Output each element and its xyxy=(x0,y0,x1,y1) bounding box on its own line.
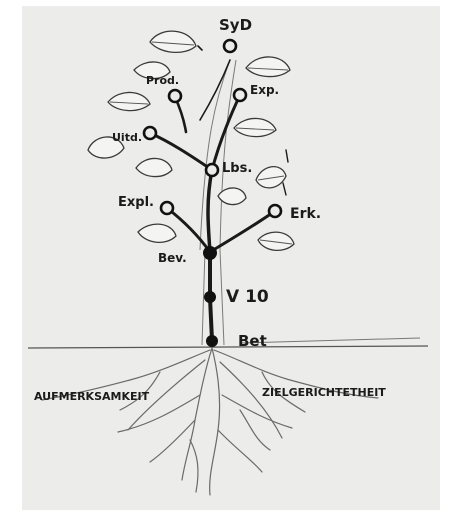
ground-line xyxy=(28,346,428,348)
label-erk: Erk. xyxy=(290,206,321,222)
node-uitd xyxy=(144,127,156,139)
node-exp xyxy=(234,89,246,101)
node-expl xyxy=(161,202,173,214)
node-bev xyxy=(203,246,217,260)
label-exp: Exp. xyxy=(250,83,279,97)
leaf xyxy=(138,224,176,242)
label-bet: Bet xyxy=(238,332,267,350)
label-lbs: Lbs. xyxy=(222,161,252,176)
node-syd xyxy=(224,40,236,52)
label-zielgerichtetheit: ZIELGERICHTETHEIT xyxy=(262,386,386,399)
node-v10 xyxy=(204,291,216,303)
label-expl: Expl. xyxy=(118,195,154,210)
roots xyxy=(42,348,378,495)
leaf xyxy=(256,167,286,188)
leaf xyxy=(246,57,290,77)
label-bev: Bev. xyxy=(158,251,187,265)
node-lbs xyxy=(206,164,218,176)
node-bet xyxy=(206,335,218,347)
node-erk xyxy=(269,205,281,217)
label-prod: Prod. xyxy=(146,74,179,87)
leaf xyxy=(150,31,196,52)
node-prod xyxy=(169,90,181,102)
leaf xyxy=(136,158,172,176)
leaf xyxy=(258,232,294,250)
ground-line-right xyxy=(240,338,420,343)
leaf xyxy=(234,118,276,136)
label-syd: SyD xyxy=(219,16,252,34)
label-uitd: Uitd. xyxy=(112,131,142,144)
label-v10: V 10 xyxy=(226,287,269,307)
leaf xyxy=(108,92,150,110)
label-aufmerksamkeit: AUFMERKSAMKEIT xyxy=(34,390,150,403)
